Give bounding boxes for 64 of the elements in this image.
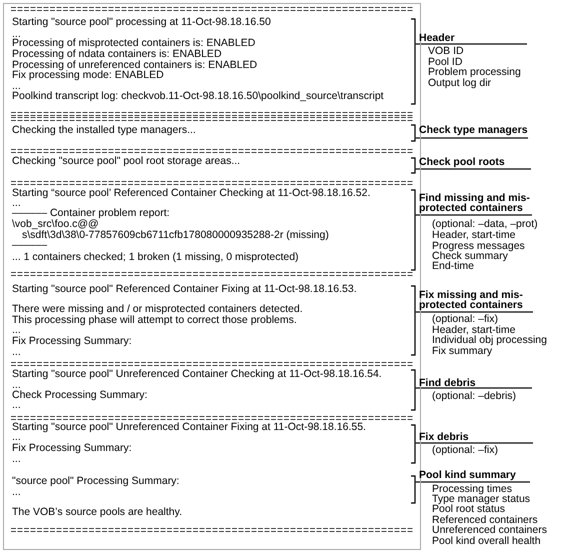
annotation-heading: Find debris bbox=[419, 378, 477, 388]
annotation-item: Header, start-time bbox=[432, 324, 516, 336]
transcript-line: –––––– Container problem report: bbox=[12, 207, 170, 219]
transcript-line: "source pool" Processing Summary: bbox=[12, 475, 180, 487]
transcript-line: Poolkind transcript log: checkvob.11-Oct-98.18.16.50\poolkind_source\transcript bbox=[12, 90, 384, 102]
annotation-item: VOB ID bbox=[428, 45, 464, 57]
transcript-line: Fix Processing Summary: bbox=[12, 335, 132, 347]
annotation-item: Pool root status bbox=[432, 503, 505, 515]
annotation-heading: Find missing and mis-protected containers bbox=[419, 193, 531, 213]
transcript-line: ... bbox=[12, 486, 21, 498]
annotation-item: Pool kind overall health bbox=[432, 535, 541, 547]
transcript-line: ... 1 containers checked; 1 broken (1 missing, 0 misprotected) bbox=[12, 251, 299, 263]
transcript-line: Starting "source pool" Unreferenced Container Checking at 11-Oct-98.18.16.54. bbox=[12, 368, 382, 380]
transcript-line: Starting "source pool" Unreferenced Container Fixing at 11-Oct-98.18.16.55. bbox=[12, 421, 366, 433]
annotation-item: Type manager status bbox=[432, 493, 530, 505]
transcript-line: Starting "source pool" Referenced Container Fixing at 11-Oct-98.18.16.53. bbox=[12, 283, 357, 295]
annotation-item: Header, start-time bbox=[432, 229, 516, 241]
annotation-item: Output log dir bbox=[428, 77, 492, 89]
annotation-item: Referenced containers bbox=[432, 514, 538, 526]
annotation-item: Check summary bbox=[432, 250, 508, 262]
transcript-line: ... bbox=[12, 28, 21, 40]
transcript-line: ... bbox=[12, 197, 21, 209]
annotation-item: Progress messages bbox=[432, 240, 525, 252]
transcript-panel bbox=[3, 3, 421, 550]
transcript-line: s\sdft\3d\38\0-77857609cb6711cfb178080000935288-2r (missing) bbox=[22, 229, 329, 241]
transcript-line: –––––– bbox=[12, 239, 48, 251]
annotation-item: (optional: –debris) bbox=[432, 390, 516, 402]
transcript-line: There were missing and / or misprotected containers detected. bbox=[12, 303, 303, 315]
transcript-line: Starting “source pool’ Referenced Container Checking at 11-Oct-98.18.16.52. bbox=[12, 187, 370, 199]
transcript-line: ... bbox=[12, 453, 21, 465]
transcript-line: ... bbox=[12, 399, 21, 411]
transcript-line: Fix Processing Summary: bbox=[12, 442, 132, 454]
annotation-heading: Check pool roots bbox=[419, 157, 506, 167]
transcript-line: ... bbox=[12, 431, 21, 443]
transcript-line: Processing of ndata containers is: ENABLED bbox=[12, 48, 222, 60]
annotation-item: Problem processing bbox=[428, 66, 521, 78]
transcript-line: Checking "source pool" pool root storage areas... bbox=[12, 155, 240, 167]
transcript-line: ... bbox=[12, 324, 21, 336]
transcript-line: Starting "source pool" processing at 11-Oct-98.18.16.50 bbox=[12, 16, 271, 28]
transcript-line: Checking the installed type managers... bbox=[12, 124, 196, 136]
transcript-line: ... bbox=[12, 80, 21, 92]
transcript-line: The VOB’s source pools are healthy. bbox=[12, 506, 182, 518]
transcript-line: This processing phase will attempt to correct those problems. bbox=[12, 314, 297, 326]
annotation-item: End-time bbox=[432, 260, 474, 272]
transcript-line: ... bbox=[12, 379, 21, 391]
annotation-heading: Check type managers bbox=[419, 125, 529, 135]
annotation-item: Fix summary bbox=[432, 345, 492, 357]
annotation-item: Individual obj processing bbox=[432, 334, 547, 346]
transcript-line: Processing of misprotected containers is: ENABLED bbox=[12, 37, 256, 49]
transcript-line: ... bbox=[12, 346, 21, 358]
annotation-heading: Header bbox=[419, 33, 456, 43]
annotation-item: Unreferenced containers bbox=[432, 524, 547, 536]
transcript-line: Fix processing mode: ENABLED bbox=[12, 69, 164, 81]
annotation-item: Processing times bbox=[432, 483, 512, 495]
annotation-item: (optional: –fix) bbox=[432, 313, 498, 325]
annotation-item: (optional: –fix) bbox=[432, 444, 498, 456]
annotation-heading: Fix missing and mis-protected containers bbox=[419, 290, 524, 310]
annotation-item: (optional: –data, –prot) bbox=[432, 218, 538, 230]
transcript-line: Check Processing Summary: bbox=[12, 389, 148, 401]
annotation-heading: Fix debris bbox=[419, 432, 470, 442]
transcript-line: Processing of unreferenced containers is: ENABLED bbox=[12, 59, 258, 71]
transcript-line: \vob_src\foo.c@@ bbox=[12, 218, 99, 230]
annotation-item: Pool ID bbox=[428, 56, 462, 68]
annotation-heading: Pool kind summary bbox=[419, 470, 517, 480]
